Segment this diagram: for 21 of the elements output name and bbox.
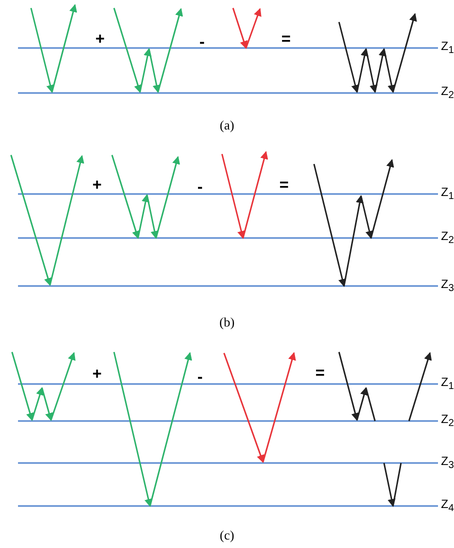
operator-sign: - [197, 180, 203, 196]
operator-sign: - [197, 370, 203, 386]
operator-sign: = [315, 366, 325, 382]
depth-label: Z$_{1}$ [441, 40, 454, 56]
operator-sign: + [92, 178, 102, 194]
panel-caption: (a) [220, 118, 234, 132]
depth-label: Z$_{1}$ [441, 186, 454, 202]
panel-caption: (b) [219, 316, 235, 328]
operator-sign: + [95, 32, 105, 48]
depth-label: Z$_{2}$ [441, 412, 454, 430]
operator-sign: + [92, 367, 102, 383]
depth-label: Z$_{3}$ [441, 278, 454, 294]
depth-label: Z$_{1}$ [441, 376, 454, 392]
operator-sign: = [281, 32, 291, 48]
depth-label: Z$_{4}$ [441, 498, 454, 514]
depth-label: Z$_{3}$ [441, 454, 454, 472]
depth-label: Z$_{2}$ [441, 230, 454, 246]
operator-sign: = [279, 178, 289, 194]
panel-caption: (c) [220, 528, 234, 542]
operator-sign: - [199, 35, 205, 51]
depth-label: Z$_{2}$ [441, 84, 454, 102]
